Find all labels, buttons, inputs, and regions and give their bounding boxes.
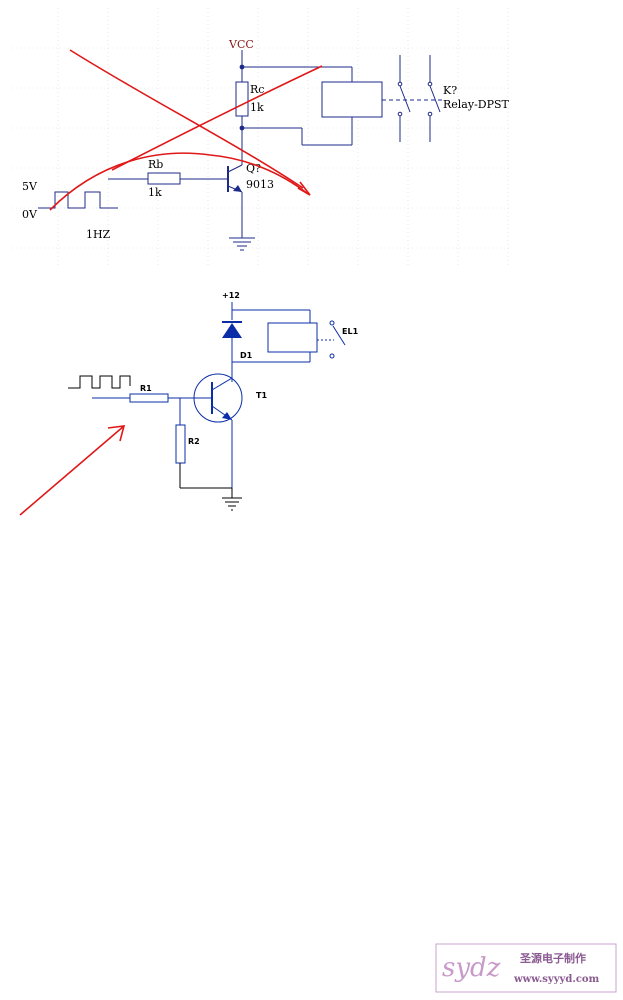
- relay-label-el1: EL1: [342, 327, 359, 336]
- input-high-label: 5V: [22, 180, 38, 193]
- resistor-label-r1: R1: [140, 384, 152, 393]
- diagram1-grid: [12, 8, 510, 266]
- resistor-r1: [129, 393, 169, 403]
- watermark-logo: sydz 圣源电子制作 www.syyyd.com: [435, 943, 617, 993]
- ground-symbol-2: [222, 488, 242, 511]
- relay-coil-el1: [267, 322, 318, 353]
- relay-label: K?: [443, 84, 457, 97]
- rb-value: 1k: [148, 186, 162, 199]
- rb-resistor: [147, 172, 181, 185]
- diode-label: D1: [240, 351, 253, 360]
- diagram2-circuit: +12 D1 EL1 T1: [68, 291, 359, 511]
- resistor-r2: [175, 424, 186, 464]
- diagram1-circuit: VCC Rc 1k K?: [22, 38, 510, 251]
- watermark-name: 圣源电子制作: [519, 951, 586, 965]
- transistor-t1: [178, 373, 243, 423]
- rc-resistor: [235, 81, 249, 117]
- relay-type: Relay-DPST: [443, 98, 510, 111]
- rb-label: Rb: [148, 158, 163, 171]
- diode-d1: [222, 321, 242, 338]
- square-wave-2: [68, 375, 131, 389]
- rc-label: Rc: [250, 83, 264, 96]
- square-wave-1: [38, 191, 118, 209]
- ground-symbol-1: [229, 237, 255, 251]
- rc-value: 1k: [250, 101, 264, 114]
- supply-label: +12: [222, 291, 240, 300]
- watermark-url: www.syyyd.com: [513, 974, 600, 985]
- watermark-logo-text: sydz: [442, 953, 501, 983]
- red-arrow-annotation: [19, 425, 126, 516]
- red-cross-annotation: [49, 49, 323, 211]
- transistor-label-t1: T1: [256, 391, 267, 400]
- transistor-model: 9013: [246, 178, 274, 191]
- frequency-label: 1HZ: [86, 228, 111, 241]
- resistor-label-r2: R2: [188, 437, 200, 446]
- vcc-label: VCC: [228, 38, 254, 51]
- relay-contact-el1: [329, 320, 346, 359]
- relay-coil: [321, 81, 383, 118]
- input-low-label: 0V: [22, 208, 38, 221]
- relay-contacts: [397, 55, 441, 142]
